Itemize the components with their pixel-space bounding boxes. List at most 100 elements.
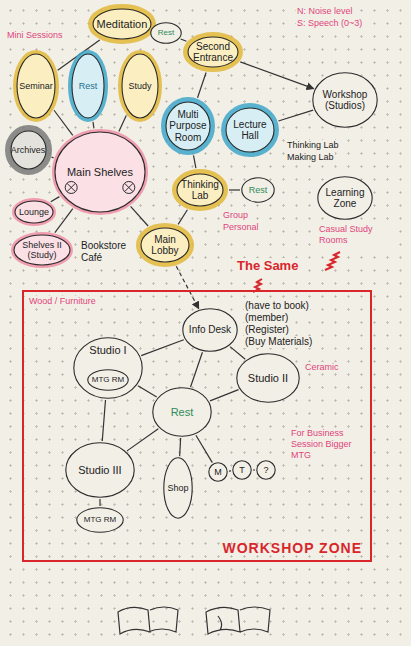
- highlight-ring: [139, 226, 192, 265]
- node-text-group: WORKSHOP ZONE: [222, 540, 362, 556]
- room-circle: Studio III: [65, 442, 135, 498]
- note-label: Group: [222, 210, 249, 221]
- connector: [229, 189, 240, 190]
- ink-outline: [257, 461, 275, 479]
- ink-outline: [166, 102, 210, 150]
- ink-outline: [66, 443, 134, 497]
- ink-outline: [237, 354, 299, 402]
- node-text-group: Main Lobby: [142, 234, 187, 257]
- connector: [127, 429, 158, 451]
- room-name: MTG RM: [81, 515, 118, 524]
- highlight-ring: [13, 234, 72, 267]
- connector: [253, 469, 255, 470]
- connector: [179, 438, 181, 456]
- room-circle: Lecture Hall: [221, 103, 279, 157]
- node-text-group: Meditation: [95, 18, 148, 31]
- highlight-ring: [70, 52, 106, 120]
- note-label: Making Lab: [286, 152, 335, 163]
- connector: [51, 197, 60, 202]
- connector: [141, 340, 184, 356]
- highlight-ring: [164, 100, 213, 153]
- room-circle: Multi Purpose Room: [161, 97, 215, 155]
- red-squiggle: [325, 252, 340, 270]
- ink-outline: [88, 370, 128, 390]
- room-circle: Shelves II (Study): [11, 232, 73, 268]
- ink-outline: [141, 228, 189, 262]
- connector: [278, 110, 313, 121]
- node-text-group: Studio III: [73, 464, 128, 477]
- room-name: Studio I: [86, 344, 129, 357]
- ink-outline: [177, 174, 223, 206]
- ink-outline: [15, 201, 53, 223]
- room-name: Info Desk: [188, 324, 232, 336]
- node-text-group: Main Shelves: [63, 166, 138, 179]
- room-name: WORKSHOP ZONE: [222, 540, 362, 556]
- connector: [119, 116, 126, 132]
- room-name: Multi Purpose Room: [167, 109, 209, 144]
- ink-outline: [242, 178, 274, 202]
- connector: [191, 352, 203, 387]
- room-circle: Shop: [163, 457, 193, 519]
- highlight-ring: [91, 7, 154, 42]
- ink-outline: [93, 9, 151, 39]
- shelf-mark: [125, 183, 133, 191]
- node-text-group: Studio I: [86, 344, 129, 357]
- ink-outline: [17, 54, 55, 118]
- room-circle: Thinking Lab: [172, 169, 228, 211]
- node-text-group: Shop: [166, 483, 189, 493]
- room-circle: Learning Zone: [317, 176, 373, 220]
- note-label: The Same: [236, 258, 299, 274]
- ink-outline: [313, 73, 377, 127]
- highlight-ring: [175, 172, 226, 209]
- connector: [230, 347, 245, 360]
- room-name: Rest: [72, 81, 103, 91]
- note-label: For Business Session Bigger MTG: [290, 428, 368, 460]
- room-circle: Lounge: [12, 198, 56, 226]
- connector: [229, 470, 231, 471]
- room-circle: T: [232, 460, 252, 480]
- ink-outline: [14, 235, 70, 265]
- note-label: Ceramic: [304, 362, 340, 373]
- room-name: Main Lobby: [142, 234, 187, 257]
- ink-outline: [226, 108, 274, 152]
- node-text-group: Seminar: [18, 81, 54, 91]
- highlight-ring: [186, 35, 241, 70]
- highlight-ring: [14, 200, 55, 225]
- node-text-group: M: [210, 467, 226, 477]
- ink-outline: [183, 309, 237, 351]
- highlight-ring: [54, 131, 147, 214]
- room-circle: Rest: [152, 387, 212, 437]
- room-name: MTG RM: [92, 375, 125, 384]
- room-name: Studio III: [73, 464, 128, 477]
- highlight-ring: [224, 106, 277, 155]
- node-text-group: Rest: [245, 185, 272, 195]
- connector: [102, 400, 105, 441]
- book-doodle: [206, 607, 270, 634]
- room-circle: Studio I MTG RM: [73, 337, 143, 399]
- ink-outline: [151, 23, 181, 43]
- room-name: Rest: [159, 406, 206, 419]
- room-circle: MTG RM: [87, 369, 129, 391]
- room-name: Archives: [10, 145, 47, 155]
- highlight-ring: [120, 52, 160, 120]
- shelf-mark: [123, 181, 135, 193]
- ink-outline: [209, 463, 227, 481]
- node-text-group: Studio II: [243, 372, 293, 385]
- node-text-group: Thinking Lab: [178, 179, 222, 202]
- zone-frame: WORKSHOP ZONEInfo DeskStudio IMTG RMStud…: [22, 290, 372, 562]
- room-name: ?: [258, 465, 274, 475]
- room-name: Seminar: [18, 81, 54, 91]
- node-text-group: Archives: [10, 145, 47, 155]
- note-label: Thinking Lab: [286, 140, 340, 151]
- ink-outline: [233, 461, 251, 479]
- node-text-group: Info Desk: [188, 324, 232, 336]
- connector: [55, 209, 73, 233]
- connector: [240, 62, 313, 89]
- room-name: Rest: [245, 185, 272, 195]
- shelf-mark: [67, 183, 75, 191]
- connector: [99, 499, 100, 506]
- connector: [52, 157, 54, 159]
- room-circle: Meditation: [88, 4, 156, 44]
- room-circle: Info Desk: [182, 308, 238, 352]
